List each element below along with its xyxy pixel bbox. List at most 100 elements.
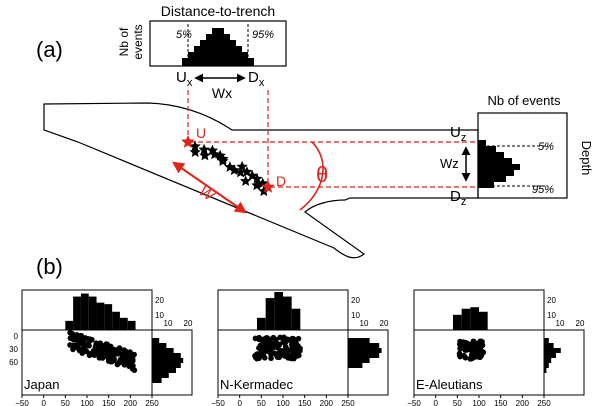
top-hist-bar	[73, 296, 81, 330]
w-arrow	[172, 161, 247, 214]
side-hist-bar	[544, 363, 549, 368]
x-tick-label: 0	[41, 399, 46, 406]
top-hist-bar	[104, 304, 113, 330]
top-hist-bar	[291, 308, 301, 330]
side-hist-bar	[152, 373, 169, 378]
top-hist-bar	[112, 311, 120, 330]
top-hist-bar	[80, 293, 89, 330]
top-tick-label: 20	[155, 296, 164, 305]
side-tick-label: 10	[164, 319, 173, 328]
wz-label: Wz	[440, 156, 459, 171]
distance-histogram: Distance-to-trench Nb of events 5% 95% U…	[117, 3, 287, 101]
x-tick-label: 0	[237, 399, 242, 406]
scatter-point	[264, 342, 271, 348]
scatter-point	[100, 351, 106, 358]
scatter-point	[79, 350, 86, 356]
event-star	[251, 172, 263, 184]
x-tick-label: 100	[80, 399, 94, 406]
y-tick-label: 60	[9, 358, 18, 367]
depth-histogram-bars	[478, 140, 520, 188]
scatter-point	[121, 355, 128, 362]
scatter-point	[128, 363, 135, 369]
scatter-point	[108, 348, 115, 355]
guide-lines	[187, 90, 484, 188]
top-hist-bar	[119, 317, 128, 330]
side-hist-bar	[152, 363, 181, 368]
region-name: Japan	[24, 377, 59, 392]
x-tick-label: 150	[102, 399, 116, 406]
top-hist-bar	[283, 296, 292, 330]
x-tick-label: 50	[61, 399, 70, 406]
top-hist-bar	[453, 314, 462, 330]
top-hist-bar	[479, 311, 488, 330]
y-tick-label: 0	[14, 332, 19, 341]
top-hist-bar	[96, 302, 105, 330]
scatter-point	[69, 332, 76, 339]
scatter-point	[285, 355, 291, 361]
top-hist-bar	[257, 317, 266, 330]
side-tick-label: 10	[360, 319, 369, 328]
depth-histogram: Nb of events 5% 95% Depth Uz Dz Wz	[440, 93, 594, 208]
p95-label-right: 95%	[532, 184, 554, 196]
side-hist-bar	[152, 353, 181, 358]
x-tick-label: −50	[15, 399, 29, 406]
ux-label: Ux	[176, 69, 193, 89]
scatter-point	[292, 343, 299, 350]
scatter-point	[94, 348, 101, 354]
side-hist-bar	[544, 338, 549, 343]
top-hist-bar	[461, 308, 471, 330]
side-hist-bar	[544, 353, 556, 358]
dx-label: Dx	[248, 69, 265, 89]
distance-histogram-ylabel-1: Nb of	[117, 27, 131, 56]
event-star	[189, 146, 201, 158]
distance-histogram-bars	[182, 28, 254, 66]
side-tick-label: 20	[380, 319, 389, 328]
scatter-point	[87, 338, 93, 344]
region-name: E-Aleutians	[416, 377, 483, 392]
x-tick-label: 200	[320, 399, 334, 406]
side-hist-bar	[348, 348, 382, 353]
u-point-label: U	[196, 125, 206, 141]
scatter-point	[473, 342, 479, 348]
x-tick-label: 150	[494, 399, 508, 406]
side-hist-bar	[152, 378, 162, 383]
top-hist-bar	[274, 292, 283, 330]
event-star	[189, 140, 201, 152]
scatter-point	[79, 336, 85, 343]
top-tick-label: 20	[547, 296, 556, 305]
scatter-point	[297, 345, 303, 352]
scatter-point	[252, 335, 259, 342]
x-tick-label: 50	[257, 399, 266, 406]
y-tick-label: 30	[9, 345, 18, 354]
scatter-point	[283, 338, 289, 345]
x-tick-label: −50	[211, 399, 225, 406]
d-point-label: D	[276, 173, 286, 189]
p5-label-top: 5%	[176, 29, 192, 41]
scatter-point	[127, 354, 134, 361]
scatter-point	[131, 367, 138, 373]
side-hist-bar	[152, 368, 176, 373]
scatter-point	[105, 358, 112, 364]
scatter-point	[96, 355, 103, 361]
top-hist-bar	[88, 296, 97, 330]
scatter-point	[263, 335, 270, 341]
scatter-point	[114, 361, 121, 368]
scatter-point	[459, 340, 466, 347]
side-hist-bar	[348, 363, 363, 368]
scatter-point	[109, 354, 116, 361]
scatter-point	[116, 345, 123, 351]
theta-arc	[299, 141, 324, 211]
scatter-point	[257, 342, 264, 349]
panel-b-label: (b)	[36, 254, 63, 279]
x-tick-label: 50	[453, 399, 462, 406]
side-hist-bar	[152, 338, 160, 343]
scatter-point	[93, 341, 100, 348]
scatter-point	[464, 340, 470, 346]
side-hist-bar	[152, 343, 167, 348]
scatter-point	[462, 354, 469, 361]
scatter-point	[279, 352, 286, 358]
